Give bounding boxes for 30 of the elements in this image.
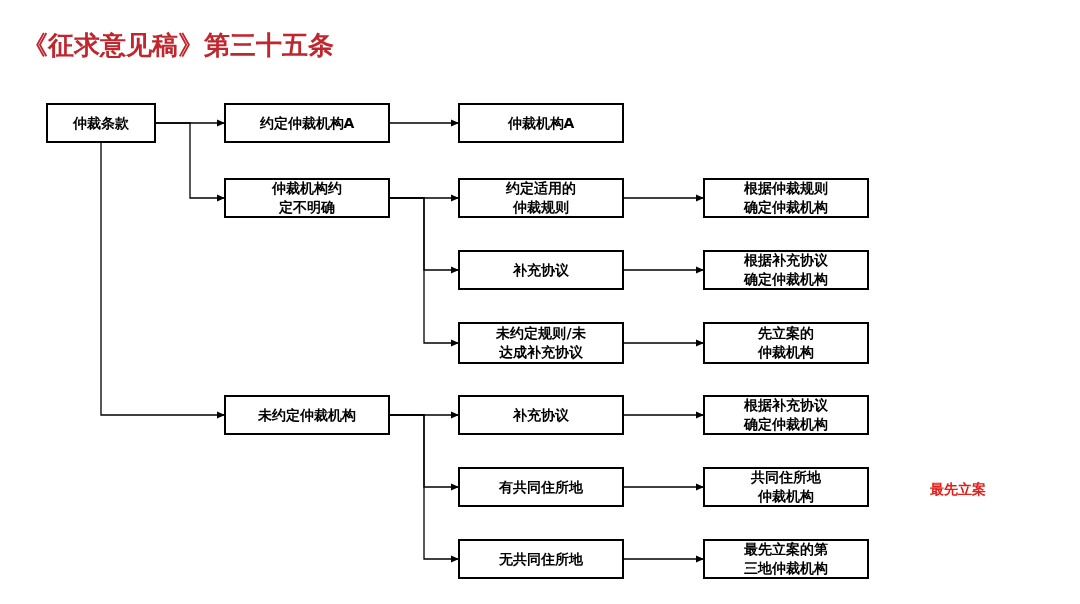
- arrow: [623, 339, 704, 347]
- process-box: 无共同住所地: [458, 539, 624, 579]
- process-box: 仲裁条款: [46, 103, 156, 143]
- arrow: [623, 266, 704, 274]
- arrow: [623, 483, 704, 491]
- arrow: [155, 122, 225, 202]
- process-box: 根据仲裁规则确定仲裁机构: [703, 178, 869, 218]
- process-box: 约定适用的仲裁规则: [458, 178, 624, 218]
- process-box: 约定仲裁机构A: [224, 103, 390, 143]
- process-box: 有共同住所地: [458, 467, 624, 507]
- process-box: 仲裁机构A: [458, 103, 624, 143]
- note-text: 最先立案: [930, 481, 986, 499]
- arrow: [623, 555, 704, 563]
- title: 《征求意见稿》第三十五条: [22, 29, 334, 62]
- process-box: 共同住所地仲裁机构: [703, 467, 869, 507]
- arrow: [389, 197, 459, 347]
- arrow: [389, 414, 459, 563]
- process-box: 根据补充协议确定仲裁机构: [703, 250, 869, 290]
- arrow: [623, 194, 704, 202]
- arrow: [100, 142, 225, 419]
- arrow: [389, 119, 459, 127]
- process-box: 最先立案的第三地仲裁机构: [703, 539, 869, 579]
- process-box: 未约定仲裁机构: [224, 395, 390, 435]
- process-box: 未约定规则/未达成补充协议: [458, 322, 624, 364]
- process-box: 补充协议: [458, 395, 624, 435]
- arrow: [623, 411, 704, 419]
- process-box: 先立案的仲裁机构: [703, 322, 869, 364]
- process-box: 补充协议: [458, 250, 624, 290]
- process-box: 根据补充协议确定仲裁机构: [703, 395, 869, 435]
- process-box: 仲裁机构约定不明确: [224, 178, 390, 218]
